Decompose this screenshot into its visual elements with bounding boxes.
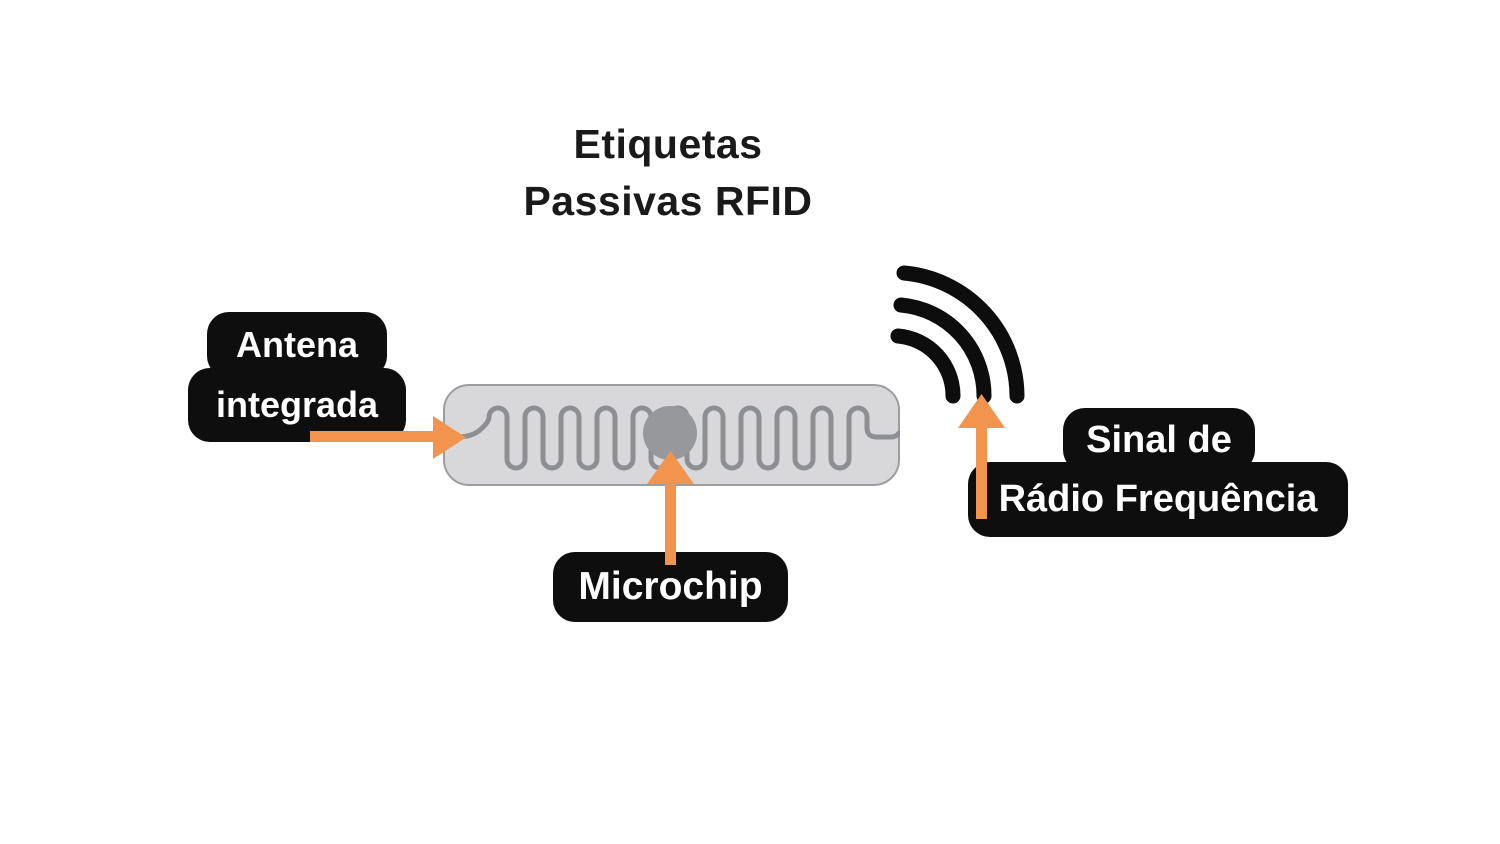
microchip-label-text: Microchip bbox=[578, 565, 763, 608]
microchip-label: Microchip bbox=[553, 552, 788, 622]
signal-label-text-2: Rádio Frequência bbox=[998, 478, 1318, 520]
microchip-dot-icon bbox=[643, 406, 697, 460]
signal-label-line2: Rádio Frequência bbox=[968, 462, 1348, 537]
antenna-label-text-2: integrada bbox=[215, 384, 379, 425]
title-line-1: Etiquetas bbox=[573, 121, 763, 167]
antenna-label-line1: Antena bbox=[207, 312, 387, 378]
title-line-2: Passivas RFID bbox=[523, 178, 813, 224]
antenna-trace-icon bbox=[443, 405, 900, 471]
radio-waves-icon bbox=[890, 265, 1025, 404]
rfid-tag-graphic bbox=[443, 384, 900, 486]
signal-label-text-1: Sinal de bbox=[1086, 418, 1232, 461]
signal-label-line1: Sinal de bbox=[1063, 408, 1255, 472]
page-title: Etiquetas Passivas RFID bbox=[418, 116, 918, 230]
antenna-label-text-1: Antena bbox=[235, 324, 358, 365]
antenna-label-line2: integrada bbox=[188, 368, 406, 442]
